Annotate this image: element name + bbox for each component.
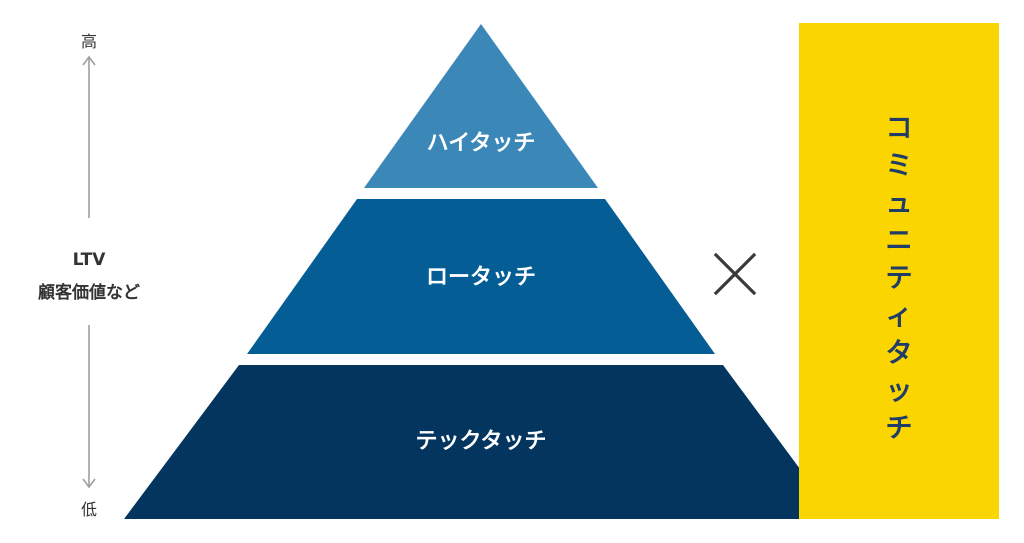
community-char: ニ <box>886 226 913 257</box>
axis-metric-line2: 顧客価値など <box>38 282 140 303</box>
multiply-icon <box>713 252 757 296</box>
community-char: テ <box>886 263 913 294</box>
tier-tech-touch-label: テックタッチ <box>415 429 546 454</box>
tier-low-touch <box>247 199 715 354</box>
arrow-down-icon <box>82 325 96 489</box>
pyramid: ハイタッチ ロータッチ テックタッチ <box>124 24 837 519</box>
community-char: ィ <box>886 301 913 332</box>
axis-bottom-label: 低 <box>81 500 97 519</box>
community-char: ミ <box>886 151 913 182</box>
axis-metric-line1: LTV <box>73 250 107 270</box>
ltv-axis: 高 LTV 顧客価値など 低 <box>38 32 140 519</box>
tier-high-touch-label: ハイタッチ <box>427 131 536 156</box>
arrow-up-icon <box>82 55 96 218</box>
community-touch-panel <box>799 23 999 519</box>
community-char: タ <box>886 338 913 369</box>
tier-low-touch-label: ロータッチ <box>426 265 536 290</box>
community-char: チ <box>886 413 913 444</box>
axis-top-label: 高 <box>81 32 97 51</box>
community-char: ュ <box>886 188 913 219</box>
tier-tech-touch <box>124 365 837 519</box>
community-char: ッ <box>886 376 913 407</box>
tier-high-touch <box>364 24 598 188</box>
community-char: コ <box>886 113 913 144</box>
